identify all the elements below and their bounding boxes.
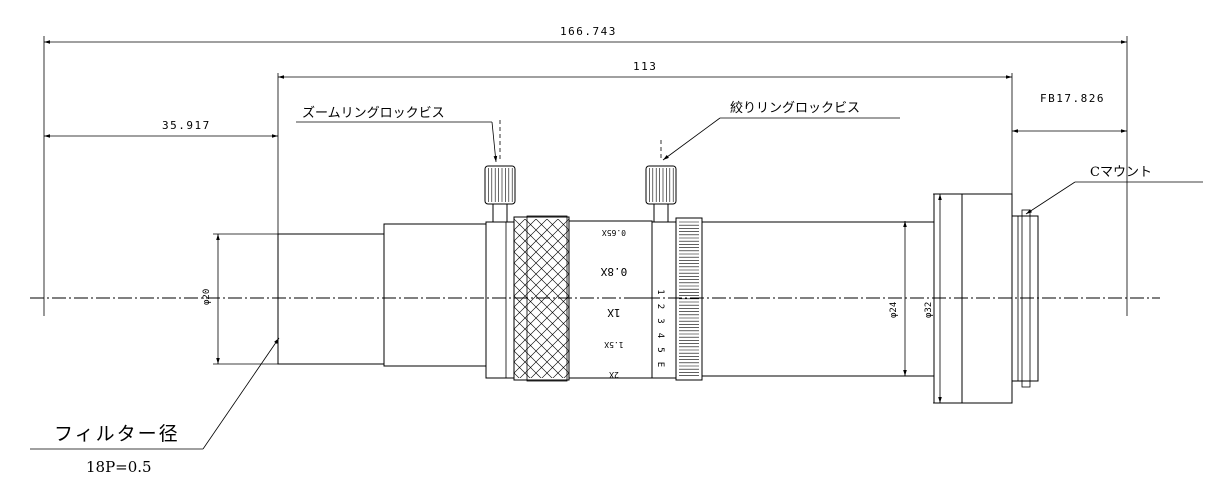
iris-scale-label: 3 — [655, 318, 665, 323]
dimension-overall-length: 166.743 — [560, 25, 617, 38]
callout-zoom-lock-screw: ズームリングロックビス — [302, 105, 445, 121]
leader-c-mount — [1025, 181, 1076, 215]
zoom-scale-barrel — [568, 220, 653, 379]
front-barrel — [383, 223, 487, 367]
leader-filter — [202, 337, 280, 450]
leader-iris-lock — [662, 117, 721, 161]
iris-lock-screw — [645, 140, 677, 223]
dimension-body-diameter: φ24 — [889, 302, 899, 318]
iris-ring-ridges — [679, 221, 699, 376]
zoom-ring-rim — [526, 215, 568, 382]
zoom-scale-label: 1X — [607, 306, 621, 319]
iris-scale-label: 5 — [655, 347, 665, 352]
callout-filter-thread: 18P=0.5 — [86, 458, 152, 476]
dimension-front-offset: 35.917 — [162, 119, 211, 132]
zoom-scale-label: 0.8X — [600, 265, 627, 278]
iris-scale-label: 2 — [655, 304, 665, 309]
iris-scale-labels: 1 2 3 4 5E — [655, 289, 665, 367]
dimension-flange-back: FB17.826 — [1040, 92, 1105, 105]
callout-filter-diameter: フィルター径 — [54, 423, 180, 445]
zoom-lock-collar — [485, 221, 515, 379]
dimension-body-length: 113 — [633, 60, 657, 73]
leader-zoom-lock — [491, 121, 498, 163]
iris-scale-label: 4 — [655, 333, 665, 338]
rear-barrel — [701, 221, 935, 377]
zoom-scale-label: 0.65X — [602, 228, 626, 237]
zoom-lock-screw — [484, 120, 516, 223]
c-mount-thread — [1011, 215, 1039, 382]
callout-iris-lock-screw: 絞りリングロックビス — [730, 101, 860, 116]
filter-front-tube — [277, 233, 385, 365]
zoom-scale-label: 2X — [609, 370, 619, 379]
iris-scale-label: 1 — [655, 289, 665, 294]
callout-c-mount: Cマウント — [1090, 165, 1152, 180]
dimension-filter-diameter: φ20 — [202, 289, 212, 305]
zoom-ring-knurl-pattern — [514, 219, 569, 378]
iris-scale-label: E — [655, 362, 665, 367]
dimension-mount-diameter: φ32 — [924, 302, 934, 318]
iris-lock-collar — [651, 221, 677, 379]
zoom-scale-label: 1.5X — [604, 340, 623, 349]
zoom-scale-labels: 0.65X 0.8X 1X 1.5X 2X — [600, 228, 627, 379]
